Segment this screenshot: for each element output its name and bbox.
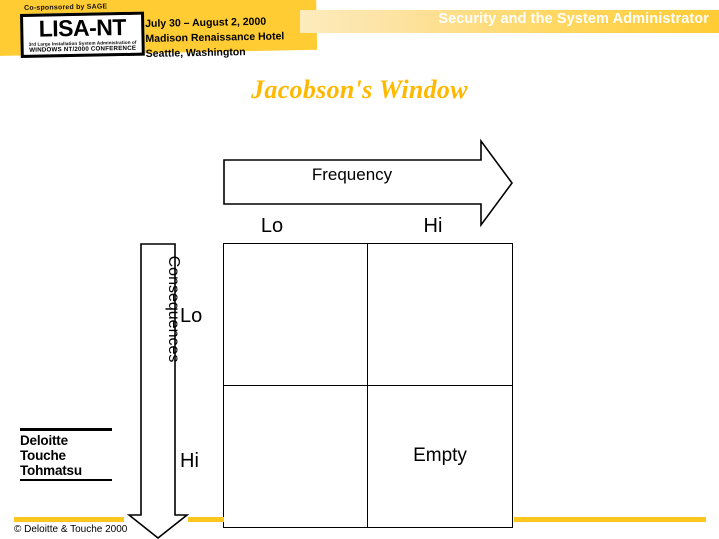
jacobsons-window-matrix: Empty: [223, 243, 513, 528]
frequency-axis-label: Frequency: [311, 165, 393, 184]
matrix-cell-lo-lo[interactable]: [224, 244, 368, 386]
consequences-axis-arrow: [126, 243, 190, 539]
deloitte-logo-line-2: Touche: [20, 448, 66, 464]
footer-rule-middle: [188, 517, 224, 522]
lisa-nt-logo: LISA-NT 3rd Large Installation System Ad…: [20, 11, 145, 58]
deloitte-logo: Deloitte Touche Tohmatsu: [20, 428, 112, 482]
deloitte-logo-wordmark: Deloitte Touche Tohmatsu: [20, 433, 112, 478]
matrix-cell-hi-hi[interactable]: Empty: [413, 445, 467, 467]
consequences-arrow-icon: [126, 243, 190, 539]
page-title: Jacobson's Window: [251, 75, 468, 104]
matrix-cell-hi-lo[interactable]: [368, 244, 512, 386]
frequency-axis-arrow: [223, 138, 513, 228]
footer-rule-left: [14, 517, 124, 522]
header-title: Security and the System Administrator: [438, 11, 709, 27]
row-header-lo: Lo: [180, 305, 203, 327]
frequency-arrow-icon: [223, 138, 513, 228]
conference-city: Seattle, Washington: [145, 46, 246, 61]
conference-venue: Madison Renaissance Hotel: [145, 30, 285, 46]
conference-info: July 30 – August 2, 2000 Madison Renaiss…: [145, 14, 285, 62]
lisa-nt-logo-subtitle-2: WINDOWS NT/2000 CONFERENCE: [29, 44, 137, 54]
header-gradient-bar: [300, 10, 719, 33]
deloitte-logo-line-3: Tohmatsu: [20, 463, 82, 479]
copyright-notice: © Deloitte & Touche 2000: [14, 524, 128, 535]
deloitte-logo-line-1: Deloitte: [20, 433, 68, 448]
row-header-hi: Hi: [180, 450, 199, 472]
deloitte-logo-rule-bottom: [20, 479, 112, 482]
column-header-hi: Hi: [423, 215, 443, 237]
lisa-nt-logo-title: LISA-NT: [38, 14, 127, 42]
footer-rule-right: [514, 517, 706, 522]
matrix-cell-lo-hi[interactable]: [224, 385, 368, 527]
deloitte-logo-rule-top: [20, 428, 112, 431]
column-header-lo: Lo: [260, 215, 284, 237]
